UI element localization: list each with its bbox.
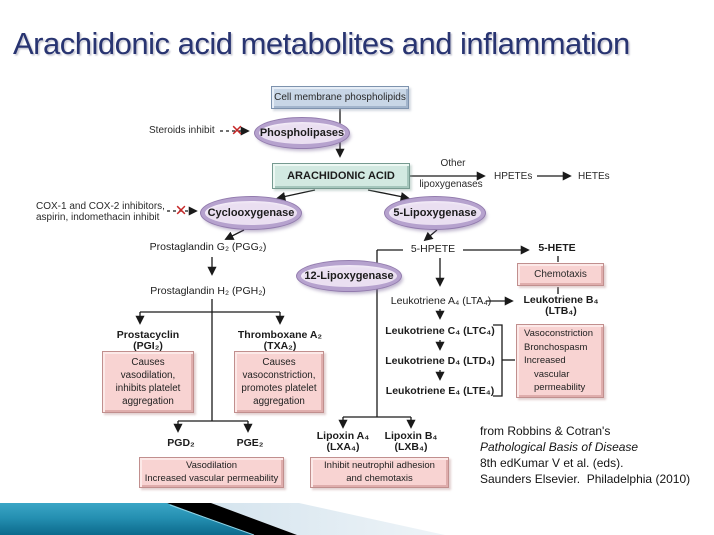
node-12-lipoxygenase: 12-Lipoxygenase [297, 261, 401, 291]
label-lte4: Leukotriene E₄ (LTE₄) [385, 385, 495, 397]
citation-line2: Pathological Basis of Disease [480, 440, 639, 454]
label-prostacyclin: Prostacyclin (PGI₂) [117, 330, 179, 352]
label-pge2: PGE₂ [236, 437, 264, 449]
node-label: Cell membrane phospholipids [274, 92, 406, 103]
citation-line1: from Robbins & Cotran's [480, 424, 611, 438]
box-vasoconstriction-effects: Vasoconstriction Bronchospasm Increased … [516, 324, 604, 398]
box-line: and chemotaxis [346, 472, 413, 484]
label-prostacyclin-line2: (PGI₂) [133, 340, 163, 352]
label-lipoxin-b4: Lipoxin B₄ (LXB₄) [385, 431, 438, 453]
label-cox-inhibitors: COX-1 and COX-2 inhibitors, aspirin, ind… [36, 201, 165, 223]
box-line: Increased [524, 355, 566, 367]
box-inhibit-neutrophil: Inhibit neutrophil adhesion and chemotax… [310, 457, 449, 488]
box-line: permeability [534, 382, 586, 394]
box-line: vasoconstriction, [242, 370, 316, 381]
label-hetes: HETEs [578, 171, 610, 182]
box-line: Vasoconstriction [524, 328, 593, 340]
node-cell-membrane-phospholipids: Cell membrane phospholipids [271, 86, 409, 109]
label-5-hpete: 5-HPETE [410, 243, 456, 255]
label-thromboxane: Thromboxane A₂ (TXA₂) [238, 330, 322, 352]
label-lta4: Leukotriene A₄ (LTA₄) [390, 295, 492, 307]
label-thromboxane-line1: Thromboxane A₂ [237, 329, 323, 341]
label-ltb4: Leukotriene B₄ (LTB₄) [523, 295, 598, 317]
label-other-lipoxygenases-2: lipoxygenases [419, 179, 483, 190]
box-line: vascular [534, 368, 570, 380]
label-prostacyclin-line1: Prostacyclin [116, 329, 180, 341]
box-thromboxane-effects: Causes vasoconstriction, promotes platel… [234, 351, 324, 413]
citation-line3: 8th edKumar V et al. (eds). [480, 456, 624, 470]
citation: from Robbins & Cotran's Pathological Bas… [480, 423, 690, 487]
label-cox-inhibitors-line1: COX-1 and COX-2 inhibitors, [36, 201, 165, 212]
box-line: aggregation [122, 396, 174, 407]
label-cox-inhibitors-line2: aspirin, indomethacin inhibit [36, 212, 160, 223]
box-line: Chemotaxis [534, 269, 587, 280]
box-line: Increased vascular permeability [144, 472, 279, 484]
box-line: Causes [262, 357, 296, 368]
node-arachidonic-acid: ARACHIDONIC ACID [272, 163, 410, 189]
box-line: Inhibit neutrophil adhesion [324, 460, 435, 471]
label-lipoxin-b4-line2: (LXB₄) [394, 441, 428, 453]
footer-decoration [0, 503, 445, 535]
label-ltb4-line2: (LTB₄) [545, 305, 577, 317]
box-line: promotes platelet [241, 383, 317, 394]
node-label: 12-Lipoxygenase [304, 269, 394, 282]
label-pgh2: Prostaglandin H₂ (PGH₂) [150, 285, 266, 297]
label-steroids-inhibit: Steroids inhibit [149, 125, 215, 136]
box-line: inhibits platelet [115, 383, 181, 394]
inhibit-x-icon: ✕ [174, 202, 188, 220]
node-label: Phospholipases [259, 126, 345, 139]
label-lipoxin-a4-line1: Lipoxin A₄ [316, 430, 370, 442]
page-title: Arachidonic acid metabolites and inflamm… [13, 26, 630, 61]
label-lipoxin-a4: Lipoxin A₄ (LXA₄) [317, 431, 369, 453]
label-pgg2: Prostaglandin G₂ (PGG₂) [149, 241, 267, 253]
box-chemotaxis: Chemotaxis [517, 263, 604, 286]
node-phospholipases: Phospholipases [255, 118, 349, 148]
label-ltd4: Leukotriene D₄ (LTD₄) [385, 355, 495, 367]
label-lipoxin-b4-line1: Lipoxin B₄ [384, 430, 438, 442]
node-label: Cyclooxygenase [207, 206, 295, 219]
box-vasodilation-effects: Vasodilation Increased vascular permeabi… [139, 457, 284, 488]
label-thromboxane-line2: (TXA₂) [263, 340, 297, 352]
box-line: Causes [131, 357, 165, 368]
box-line: Vasodilation [185, 460, 238, 471]
label-ltb4-line1: Leukotriene B₄ [523, 294, 599, 306]
node-label: ARACHIDONIC ACID [287, 169, 395, 182]
label-other-lipoxygenases-1: Other [440, 158, 466, 169]
node-cyclooxygenase: Cyclooxygenase [201, 197, 301, 229]
label-pgd2: PGD₂ [167, 437, 195, 449]
inhibit-x-icon: ✕ [230, 122, 244, 140]
box-line: aggregation [253, 396, 305, 407]
node-label: 5-Lipoxygenase [393, 206, 477, 219]
label-hpetes: HPETEs [494, 171, 533, 182]
box-line: vasodilation, [120, 370, 176, 381]
box-prostacyclin-effects: Causes vasodilation, inhibits platelet a… [102, 351, 194, 413]
label-ltc4: Leukotriene C₄ (LTC₄) [385, 325, 495, 337]
label-5-hete: 5-HETE [538, 242, 576, 254]
label-lipoxin-a4-line2: (LXA₄) [326, 441, 360, 453]
node-5-lipoxygenase: 5-Lipoxygenase [385, 197, 485, 229]
box-line: Bronchospasm [524, 341, 588, 353]
citation-line4: Saunders Elsevier. Philadelphia (2010) [480, 472, 691, 486]
